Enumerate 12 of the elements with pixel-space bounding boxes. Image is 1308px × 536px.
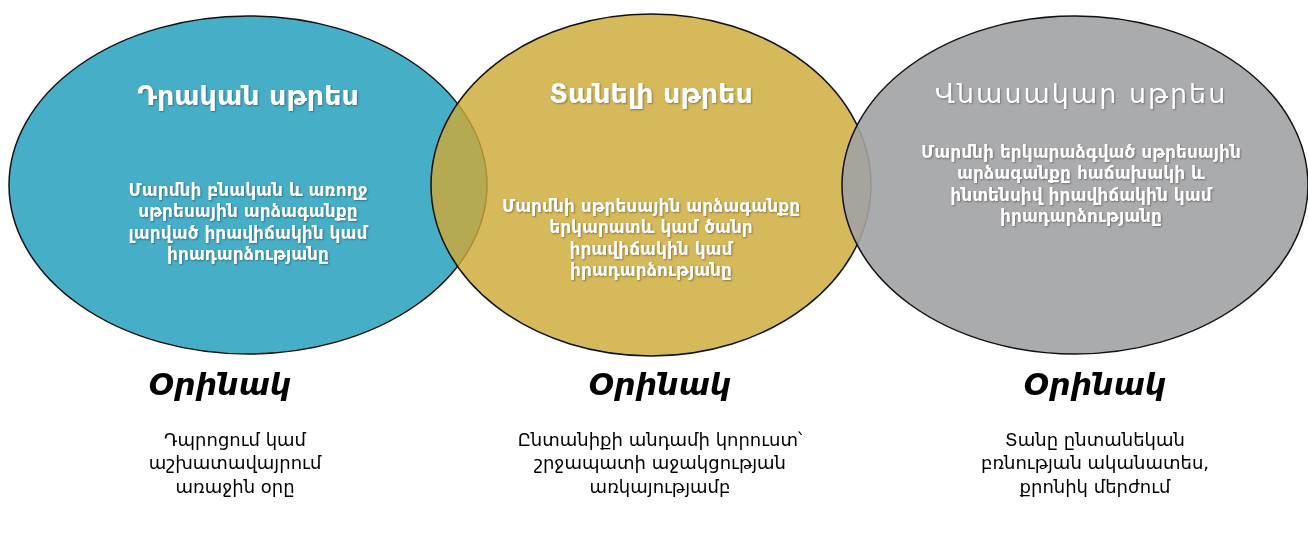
ellipse-description: Մարմնի բնական և առողջ սթրեսային արձագանքը լարված իրավիճակին կամ իրադարձությանը bbox=[127, 180, 370, 265]
example-text: Տանը ընտանեկան բռնության ականատես, քրոնիկ մերժում bbox=[979, 428, 1210, 499]
ellipse-description: Մարմնի երկարաձգված սթրեսային արձագանքը հաճախակի և ինտենսիվ իրավիճակին կամ իրադարձությանը bbox=[920, 142, 1242, 227]
example-heading: Օրինակ bbox=[147, 366, 293, 404]
ellipse-heading: Վնասակար սթրես bbox=[933, 77, 1229, 111]
ellipse-heading: Դրական սթրես bbox=[136, 79, 360, 113]
example-heading: Օրինակ bbox=[1022, 366, 1168, 404]
ellipse-description: Մարմնի սթրեսային արձագանքը երկարատև կամ ծանր իրավիճակին կամ իրադարձությանը bbox=[501, 196, 801, 281]
example-text: Ընտանիքի անդամի կորուստ՝ շրջապատի աջակցության առկայությամբ bbox=[516, 428, 804, 499]
example-text: Դպրոցում կամ աշխատավայրում առաջին օրը bbox=[147, 428, 323, 499]
example-heading: Օրինակ bbox=[587, 366, 733, 404]
ellipse-heading: Տանելի սթրես bbox=[548, 77, 754, 111]
